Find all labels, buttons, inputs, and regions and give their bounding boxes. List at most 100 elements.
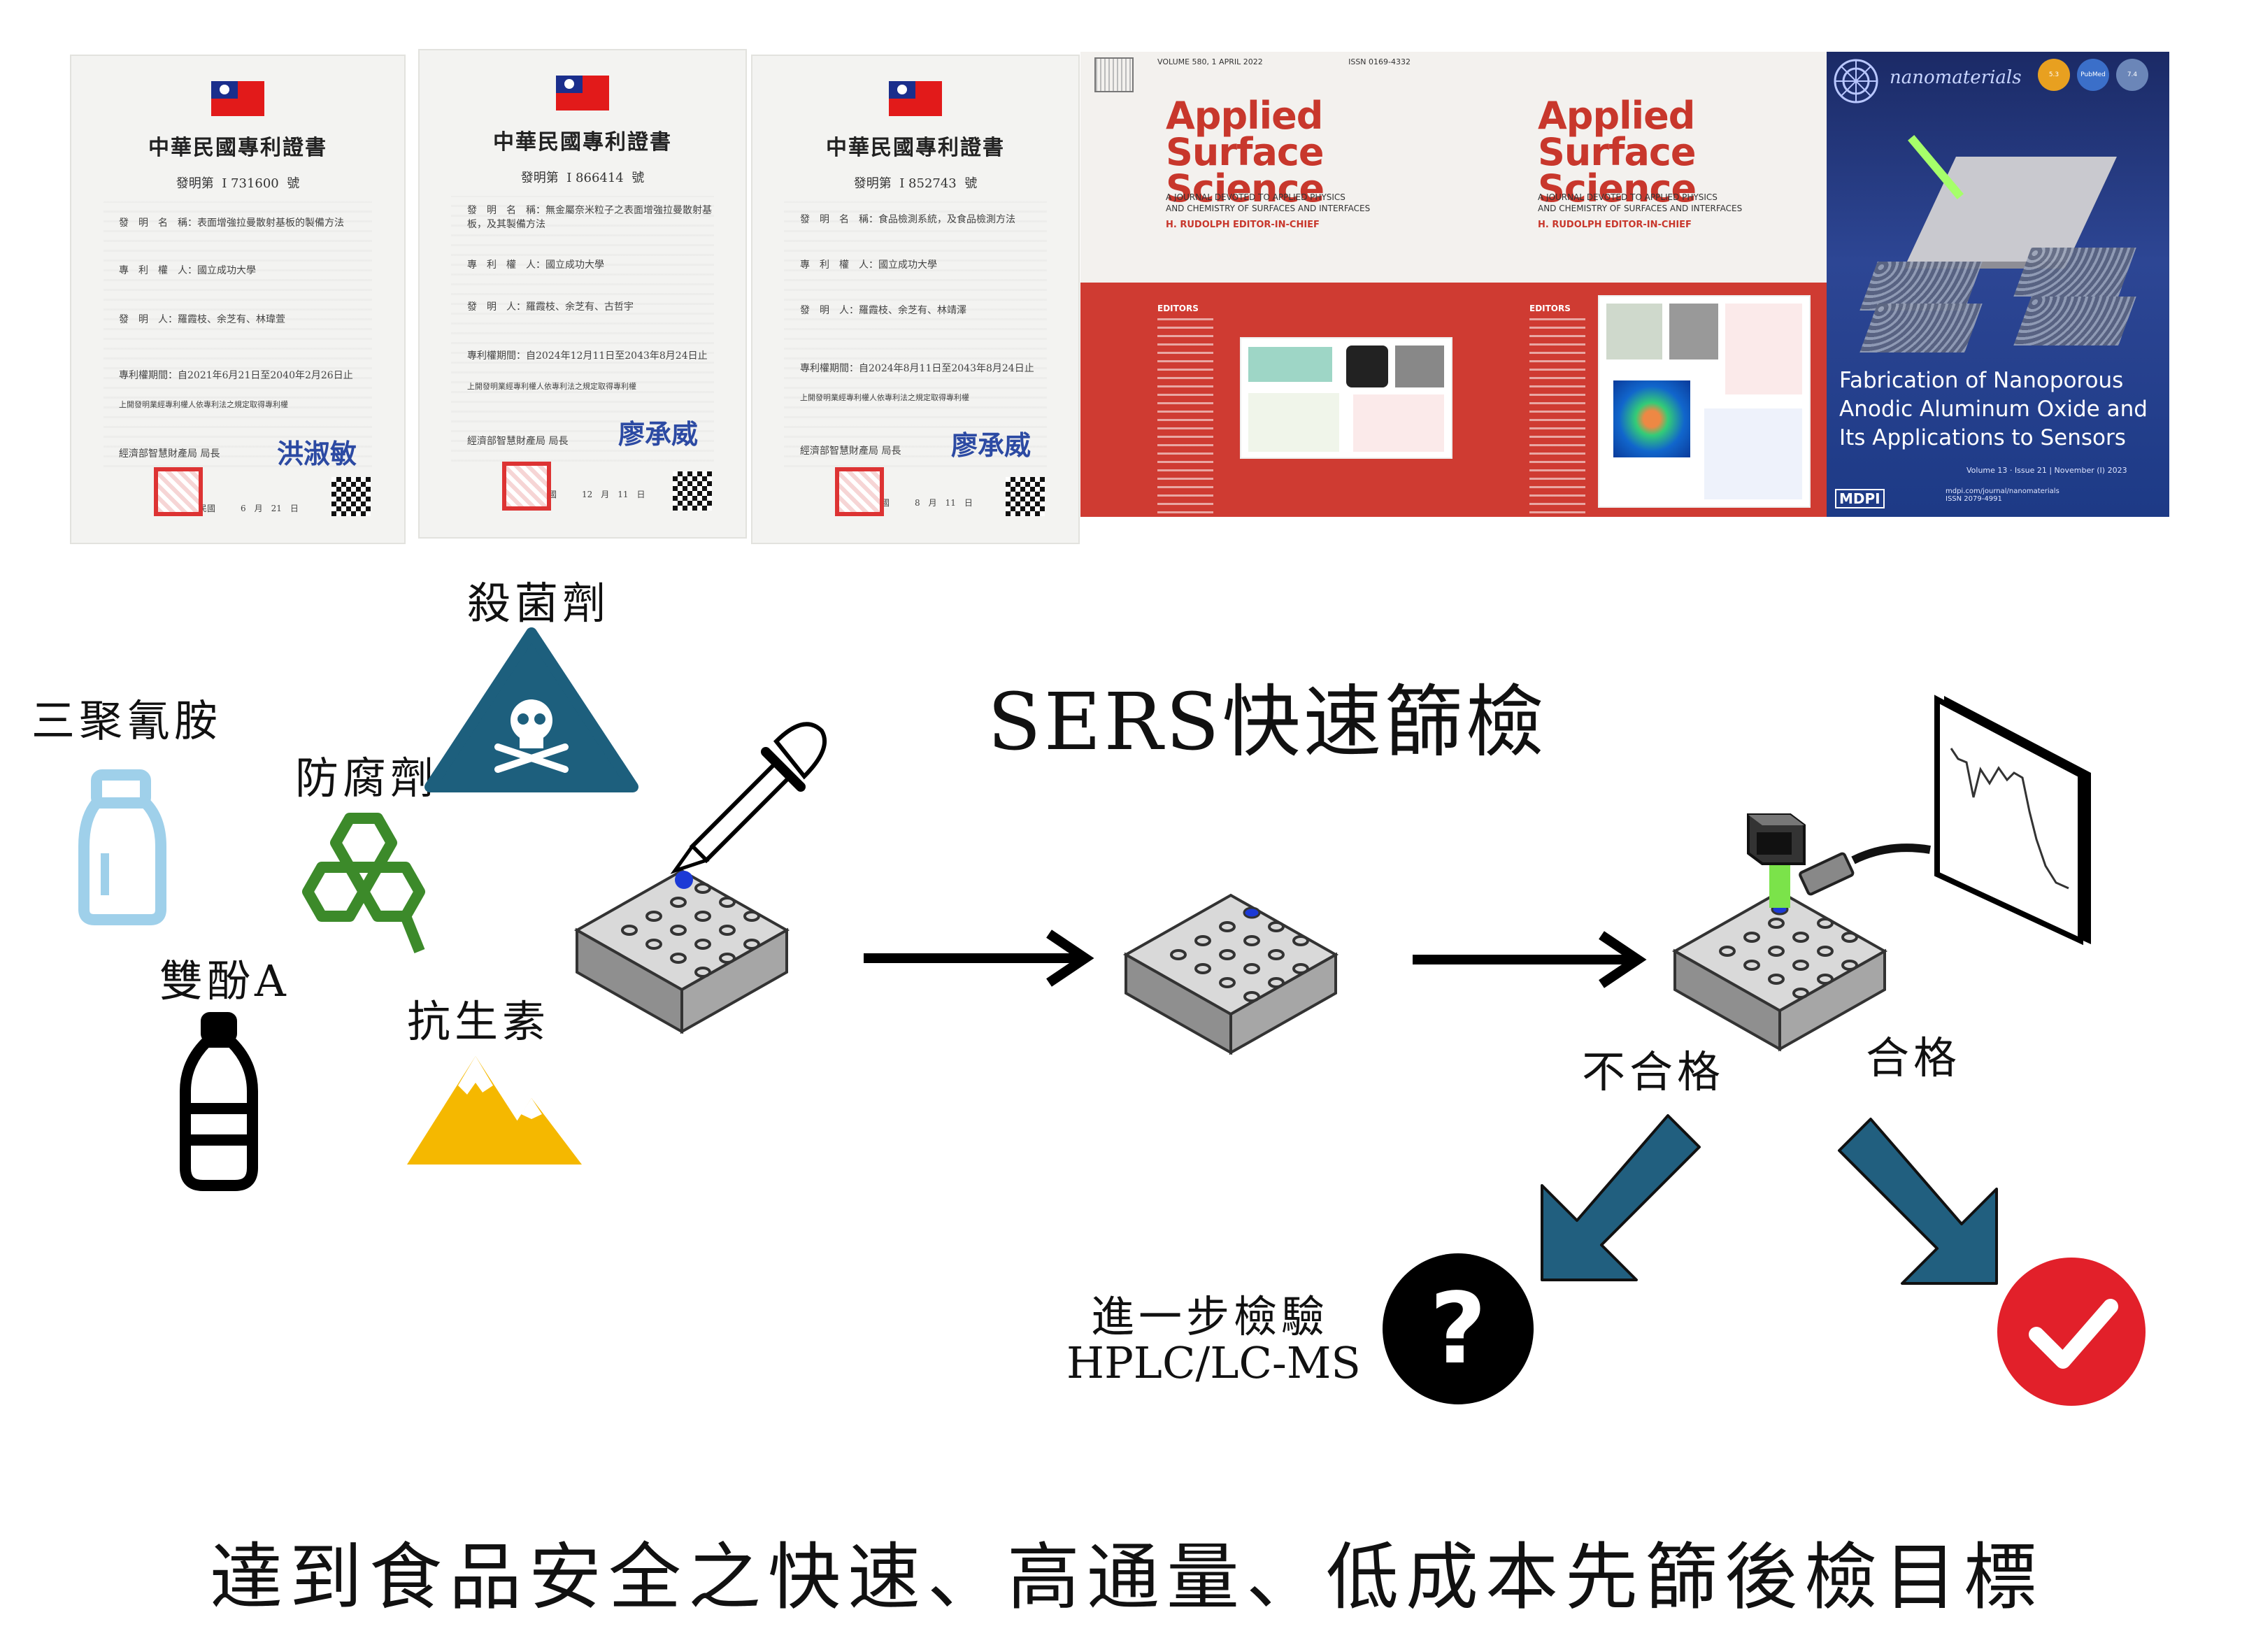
journal-editor: H. RUDOLPH EDITOR-IN-CHIEF <box>1166 220 1320 230</box>
patent-office: 經濟部智慧財產局 局長 <box>467 436 569 447</box>
raman-spectrum-display <box>1934 695 2091 946</box>
mdpi-logo: MDPI <box>1835 489 1885 508</box>
molecule-hexagon-icon <box>302 813 425 953</box>
label-fungicide: 殺菌劑 <box>467 578 611 629</box>
patent-line: 專 利 權 人：國立成功大學 <box>119 265 256 276</box>
patent-number: 發明第 I 866414 號 <box>520 171 645 185</box>
patent-title: 中華民國專利證書 <box>493 130 672 155</box>
check-circle-icon <box>1997 1258 2146 1406</box>
citescore-badge: 7.4 <box>2116 59 2148 91</box>
pass-arrow-icon <box>1838 1118 1998 1285</box>
cover-figure <box>1241 339 1451 457</box>
patent-title: 中華民國專利證書 <box>826 136 1005 160</box>
plastic-bottle-icon <box>180 1012 258 1191</box>
patent-title: 中華民國專利證書 <box>148 136 327 160</box>
sers-substrate-2 <box>1122 893 1339 1055</box>
cover-figure <box>1599 297 1809 506</box>
patent-office: 經濟部智慧財產局 局長 <box>800 446 901 457</box>
journal-cover-applied-surface-science-1: VOLUME 580, 1 APRIL 2022 ISSN 0169-4332 … <box>1080 52 1452 517</box>
taiwan-flag-icon <box>556 76 609 111</box>
editors-list <box>1157 318 1213 517</box>
seal-stamp-icon <box>502 462 551 511</box>
patent-signature: 廖承威 <box>617 418 698 450</box>
cover-journal-name: nanomaterials <box>1890 67 2022 88</box>
patent-number: 發明第 I 852743 號 <box>853 176 978 191</box>
patent-certificate-3: 中華民國專利證書 發明第 I 852743 號 發 明 名 稱：食品檢測系統，及… <box>751 55 1080 544</box>
label-preservative: 防腐劑 <box>295 753 438 804</box>
patent-line: 發 明 名 稱：表面增強拉曼散射基板的製備方法 <box>119 218 344 229</box>
patent-line: 發 明 名 稱：無金屬奈米粒子之表面增強拉曼散射基板，及其製備方法 <box>467 205 712 230</box>
editors-heading: EDITORS <box>1157 304 1199 313</box>
patent-number: 發明第 I 731600 號 <box>176 176 300 191</box>
patent-signature: 廖承威 <box>950 429 1031 461</box>
cover-volume: Volume 13 · Issue 21 | November (I) 2023 <box>1966 466 2127 475</box>
patent-line: 發 明 人：羅霞枝、余芝有、林瑋萱 <box>119 314 285 325</box>
patent-signature: 洪淑敏 <box>276 438 357 469</box>
spectrum-line <box>1950 748 2069 890</box>
qr-code-icon <box>673 471 712 511</box>
sers-title: SERS快速篩檢 <box>987 677 1547 768</box>
dropper-icon <box>670 722 827 889</box>
qr-code-icon <box>331 477 371 516</box>
fail-arrow-icon <box>1541 1114 1701 1281</box>
patent-line: 發 明 名 稱：食品檢測系統，及食品檢測方法 <box>800 214 1015 225</box>
patent-line: 專 利 權 人：國立成功大學 <box>467 259 604 271</box>
label-hplc: HPLC/LC-MS <box>1066 1337 1361 1388</box>
svg-text:?: ? <box>1429 1272 1486 1386</box>
cover-article-title: Fabrication of Nanoporous Anodic Aluminu… <box>1839 368 2148 450</box>
patent-office: 經濟部智慧財產局 局長 <box>119 448 220 460</box>
label-fail: 不合格 <box>1582 1046 1725 1097</box>
nanomaterials-logo-icon <box>1834 59 1878 104</box>
journal-cover-nanomaterials: nanomaterials 5.3 PubMed 7.4 Fabrication… <box>1827 52 2169 517</box>
label-antibiotic: 抗生素 <box>407 996 550 1047</box>
elsevier-logo-icon <box>1094 57 1134 92</box>
flow-arrow-right-1 <box>864 930 1094 987</box>
patent-line: 專 利 權 人：國立成功大學 <box>800 259 937 271</box>
label-pass: 合格 <box>1866 1032 1962 1083</box>
pubmed-badge: PubMed <box>2077 59 2109 91</box>
sers-substrate-3 <box>1671 890 1888 1052</box>
patent-line: 上開發明業經專利權人依專利法之規定取得專利權 <box>119 400 288 409</box>
patent-line: 專利權期間：自2021年6月21日至2040年2月26日止 <box>119 370 353 381</box>
label-melamine: 三聚氰胺 <box>31 695 222 746</box>
patent-date: 中華民國 12 月 11 日 <box>523 490 645 499</box>
cover-issn: ISSN 0169-4332 <box>1348 57 1411 66</box>
sers-substrate-1 <box>573 869 790 1034</box>
editors-list <box>1529 318 1585 517</box>
patent-date: 中華民國 6 月 21 日 <box>182 504 299 513</box>
hazard-skull-icon <box>424 627 638 792</box>
raman-laser-probe-icon <box>1747 813 1931 908</box>
editors-heading: EDITORS <box>1529 304 1571 313</box>
patent-certificate-2: 中華民國專利證書 發明第 I 866414 號 發 明 名 稱：無金屬奈米粒子之… <box>418 49 747 539</box>
patent-line: 上開發明業經專利權人依專利法之規定取得專利權 <box>800 393 969 402</box>
patent-certificate-1: 中華民國專利證書 發明第 I 731600 號 發 明 名 稱：表面增強拉曼散射… <box>70 55 406 544</box>
seal-stamp-icon <box>154 467 203 516</box>
taiwan-flag-icon <box>889 81 942 116</box>
journal-editor: H. RUDOLPH EDITOR-IN-CHIEF <box>1538 220 1692 230</box>
publications-strip: 中華民國專利證書 發明第 I 731600 號 發 明 名 稱：表面增強拉曼散射… <box>0 0 2263 560</box>
patent-date: 中華民國 8 月 11 日 <box>856 498 973 508</box>
milk-bottle-icon <box>78 769 166 925</box>
impact-badge: 5.3 <box>2038 59 2070 91</box>
seal-stamp-icon <box>835 467 884 516</box>
taiwan-flag-icon <box>211 81 264 116</box>
flow-arrow-right-2 <box>1413 931 1647 988</box>
patent-line: 專利權期間：自2024年12月11日至2043年8月24日止 <box>467 350 708 362</box>
conclusion-text: 達到食品安全之快速、高通量、低成本先篩後檢目標 <box>210 1534 2044 1620</box>
patent-line: 發 明 人：羅霞枝、余芝有、古哲宇 <box>467 301 634 313</box>
question-circle-icon: ? <box>1383 1253 1534 1404</box>
qr-code-icon <box>1006 477 1045 516</box>
patent-line: 發 明 人：羅霞枝、余芝有、林靖澤 <box>800 305 966 316</box>
patent-line: 上開發明業經專利權人依專利法之規定取得專利權 <box>467 382 636 391</box>
patent-line: 專利權期間：自2024年8月11日至2043年8月24日止 <box>800 363 1034 374</box>
cover-volume: VOLUME 580, 1 APRIL 2022 <box>1157 57 1263 66</box>
label-bisphenol-a: 雙酚A <box>159 955 290 1006</box>
label-further-test: 進一步檢驗 <box>1091 1291 1329 1342</box>
mountain-icon <box>407 1056 582 1165</box>
